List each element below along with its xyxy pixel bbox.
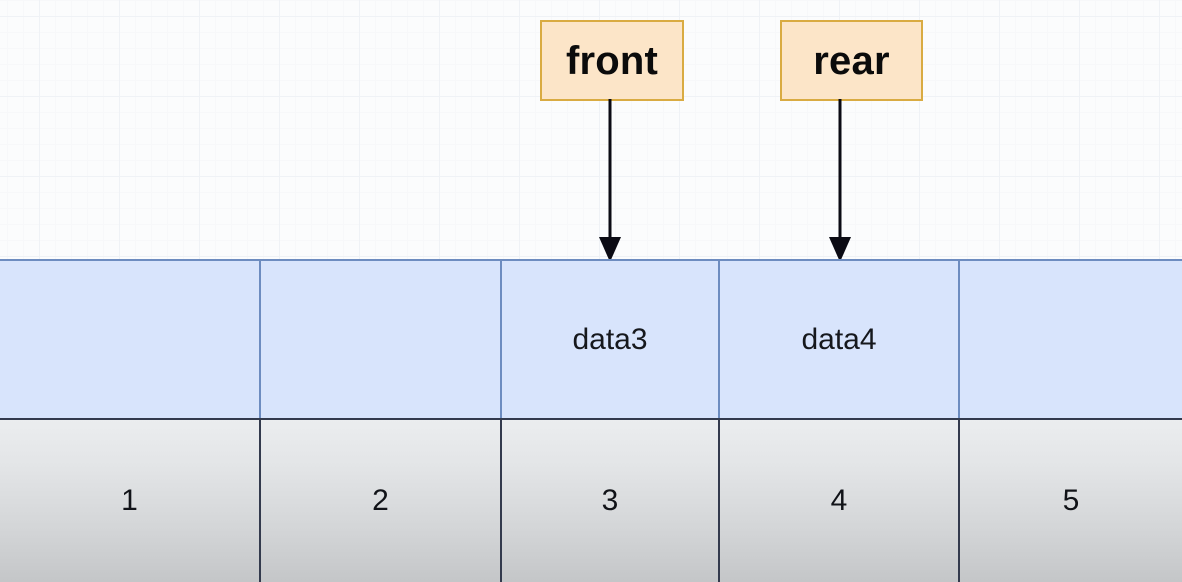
array-index-row: 1 2 3 4 5 — [0, 420, 1182, 582]
array-index-cell-text: 4 — [830, 484, 848, 517]
array-index-cell[interactable]: 3 — [502, 420, 720, 582]
pointer-label-rear[interactable]: rear — [780, 20, 923, 101]
pointer-label-front[interactable]: front — [540, 20, 684, 101]
array-index-cell[interactable]: 5 — [960, 420, 1182, 582]
array-index-cell-text: 2 — [372, 484, 389, 517]
array-index-cell-text: 3 — [601, 484, 619, 517]
array-table: data3 data4 1 2 3 4 5 — [0, 259, 1182, 582]
array-data-cell[interactable] — [960, 261, 1182, 418]
array-data-cell[interactable] — [0, 261, 261, 418]
array-data-cell-text: data3 — [572, 322, 648, 356]
array-data-row: data3 data4 — [0, 259, 1182, 420]
arrow-rear-icon — [829, 99, 851, 262]
array-index-cell[interactable]: 1 — [0, 420, 261, 582]
array-index-cell-text: 1 — [121, 484, 138, 517]
pointer-label-front-text: front — [565, 38, 659, 83]
array-data-cell[interactable] — [261, 261, 502, 418]
array-index-cell[interactable]: 4 — [720, 420, 960, 582]
array-data-cell[interactable]: data4 — [720, 261, 960, 418]
array-index-cell-text: 5 — [1062, 484, 1080, 517]
array-index-cell[interactable]: 2 — [261, 420, 502, 582]
arrow-front-icon — [599, 99, 621, 262]
array-data-cell-text: data4 — [801, 322, 877, 356]
pointer-label-rear-text: rear — [813, 38, 890, 83]
array-data-cell[interactable]: data3 — [502, 261, 720, 418]
